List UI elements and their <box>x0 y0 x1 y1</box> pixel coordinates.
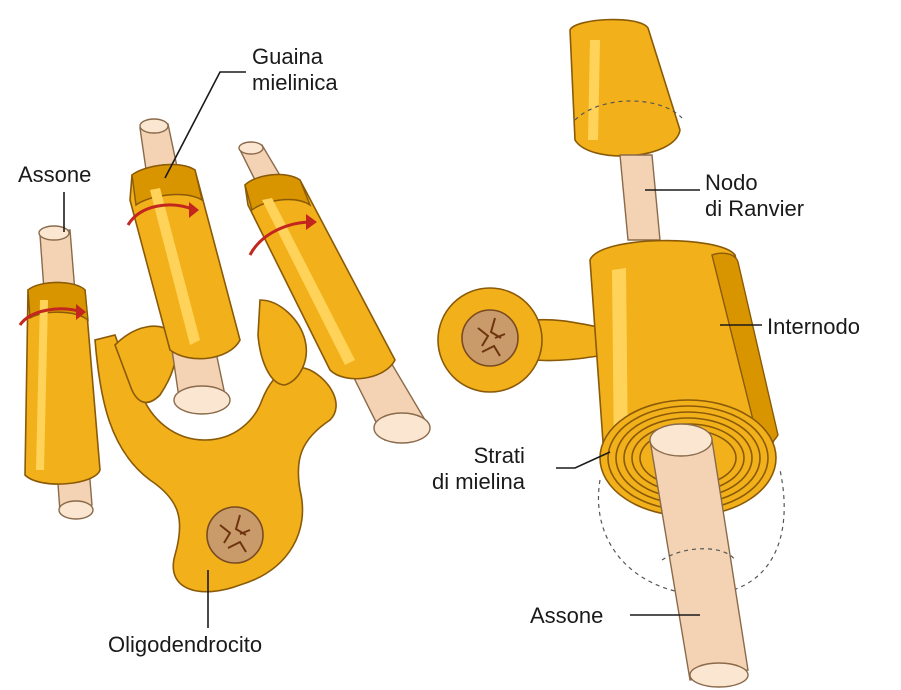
oligodendrocyte-process-right <box>258 300 306 385</box>
internode-figure <box>438 20 784 687</box>
myelin-segment-top <box>570 20 680 156</box>
label-assone-right: Assone <box>530 603 603 629</box>
oligodendrocyte-figure <box>20 119 430 592</box>
label-guaina-mielinica: Guaina mielinica <box>252 44 338 96</box>
label-assone-left: Assone <box>18 162 91 188</box>
node-of-ranvier-axon <box>620 155 660 240</box>
label-strati-di-mielina: Strati di mielina <box>432 443 525 495</box>
oligodendrocyte-right-nucleus <box>462 310 518 366</box>
axon-left-1 <box>20 226 100 519</box>
leader-guaina <box>165 72 246 178</box>
label-oligodendrocito: Oligodendrocito <box>108 632 262 658</box>
label-nodo-di-ranvier: Nodo di Ranvier <box>705 170 804 222</box>
label-internodo: Internodo <box>767 314 860 340</box>
oligodendrocyte-nucleus <box>207 507 263 563</box>
